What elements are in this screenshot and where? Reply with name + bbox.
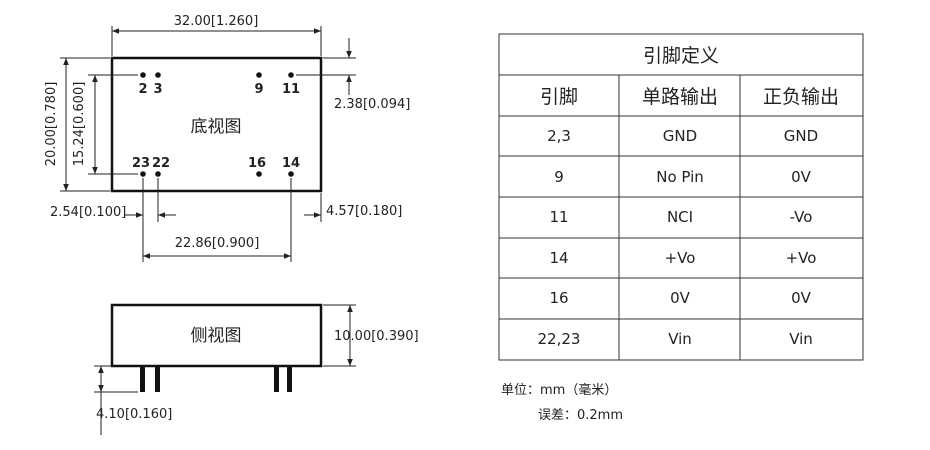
table-cell: GND bbox=[663, 127, 697, 145]
dim-right-offset-label: 4.57[0.180] bbox=[326, 204, 402, 219]
table-cell: 9 bbox=[554, 168, 564, 186]
bottom-view: 底视图 2 3 9 11 23 22 16 14 32.00[1.260] 2 bbox=[44, 14, 410, 262]
pin-11-dot bbox=[288, 72, 294, 78]
tolerance-note: 误差：0.2mm bbox=[538, 408, 623, 423]
side-pin-4 bbox=[287, 366, 292, 392]
dim-pin-pitch bbox=[124, 178, 176, 262]
table-cell: 0V bbox=[791, 168, 812, 186]
pin-16-label: 16 bbox=[248, 156, 266, 171]
table-cell: 2,3 bbox=[547, 127, 571, 145]
side-view-label: 侧视图 bbox=[191, 326, 242, 346]
pin-23-label: 23 bbox=[132, 156, 150, 171]
table-cell: 0V bbox=[791, 289, 812, 307]
table-header-pin: 引脚 bbox=[540, 86, 578, 108]
table-cell: 0V bbox=[670, 289, 691, 307]
side-pin-3 bbox=[274, 366, 279, 392]
dim-top-offset-label: 2.38[0.094] bbox=[334, 97, 410, 112]
bottom-view-label: 底视图 bbox=[191, 117, 242, 137]
dim-side-height bbox=[323, 304, 356, 367]
dim-pin-length-label: 4.10[0.160] bbox=[96, 407, 172, 422]
side-pin-1 bbox=[140, 366, 145, 392]
table-cell: Vin bbox=[668, 330, 692, 348]
dim-pin-length bbox=[94, 365, 138, 435]
pin-2-label: 2 bbox=[138, 82, 147, 97]
table-cell: NCI bbox=[667, 208, 693, 226]
pin-22-dot bbox=[155, 171, 161, 177]
table-cell: +Vo bbox=[665, 249, 696, 267]
pin-16-dot bbox=[256, 171, 262, 177]
dim-inner-height bbox=[88, 74, 138, 175]
unit-note: 单位：mm（毫米） bbox=[501, 382, 617, 398]
bottom-view-outline bbox=[110, 56, 323, 193]
table-cell: 22,23 bbox=[538, 330, 581, 348]
dim-height bbox=[60, 57, 110, 192]
table-title: 引脚定义 bbox=[643, 45, 719, 67]
dim-pin-pitch-label: 2.54[0.100] bbox=[50, 205, 126, 220]
pin-3-dot bbox=[155, 72, 161, 78]
table-cell: GND bbox=[784, 127, 818, 145]
table-header-single-output: 单路输出 bbox=[642, 86, 718, 108]
pin-9-dot bbox=[256, 72, 262, 78]
side-pin-2 bbox=[155, 366, 160, 392]
pin-22-label: 22 bbox=[152, 156, 170, 171]
table-cell: +Vo bbox=[786, 249, 817, 267]
table-header-dual-output: 正负输出 bbox=[763, 86, 839, 108]
pin-2-dot bbox=[140, 72, 146, 78]
pin-11-label: 11 bbox=[282, 82, 300, 97]
side-view-body bbox=[110, 303, 323, 368]
dim-width-label: 32.00[1.260] bbox=[174, 14, 259, 29]
dim-top-offset bbox=[296, 38, 356, 95]
table-cell: Vin bbox=[789, 330, 813, 348]
table-cell: 11 bbox=[549, 208, 568, 226]
dim-width bbox=[111, 26, 322, 56]
pin-23-dot bbox=[140, 171, 146, 177]
pin-3-label: 3 bbox=[153, 82, 162, 97]
pin-14-dot bbox=[288, 171, 294, 177]
table-cell: 16 bbox=[549, 289, 568, 307]
pin-definition-table: 引脚定义 引脚 单路输出 正负输出 2,3 GND GND 9 No Pin 0… bbox=[498, 33, 864, 361]
dim-inner-height-label: 15.24[0.600] bbox=[72, 82, 87, 167]
dim-side-height-label: 10.00[0.390] bbox=[334, 329, 419, 344]
table-cell: 14 bbox=[549, 249, 568, 267]
table-cell: No Pin bbox=[656, 168, 704, 186]
dim-pin-span-label: 22.86[0.900] bbox=[175, 236, 260, 251]
dim-height-label: 20.00[0.780] bbox=[44, 82, 59, 167]
dim-right-offset bbox=[290, 178, 322, 262]
side-view: 侧视图 10.00[0.390] 4.10[0.160] bbox=[94, 303, 419, 435]
table-cell: -Vo bbox=[790, 208, 813, 226]
pin-9-label: 9 bbox=[254, 82, 263, 97]
pin-14-label: 14 bbox=[282, 156, 300, 171]
